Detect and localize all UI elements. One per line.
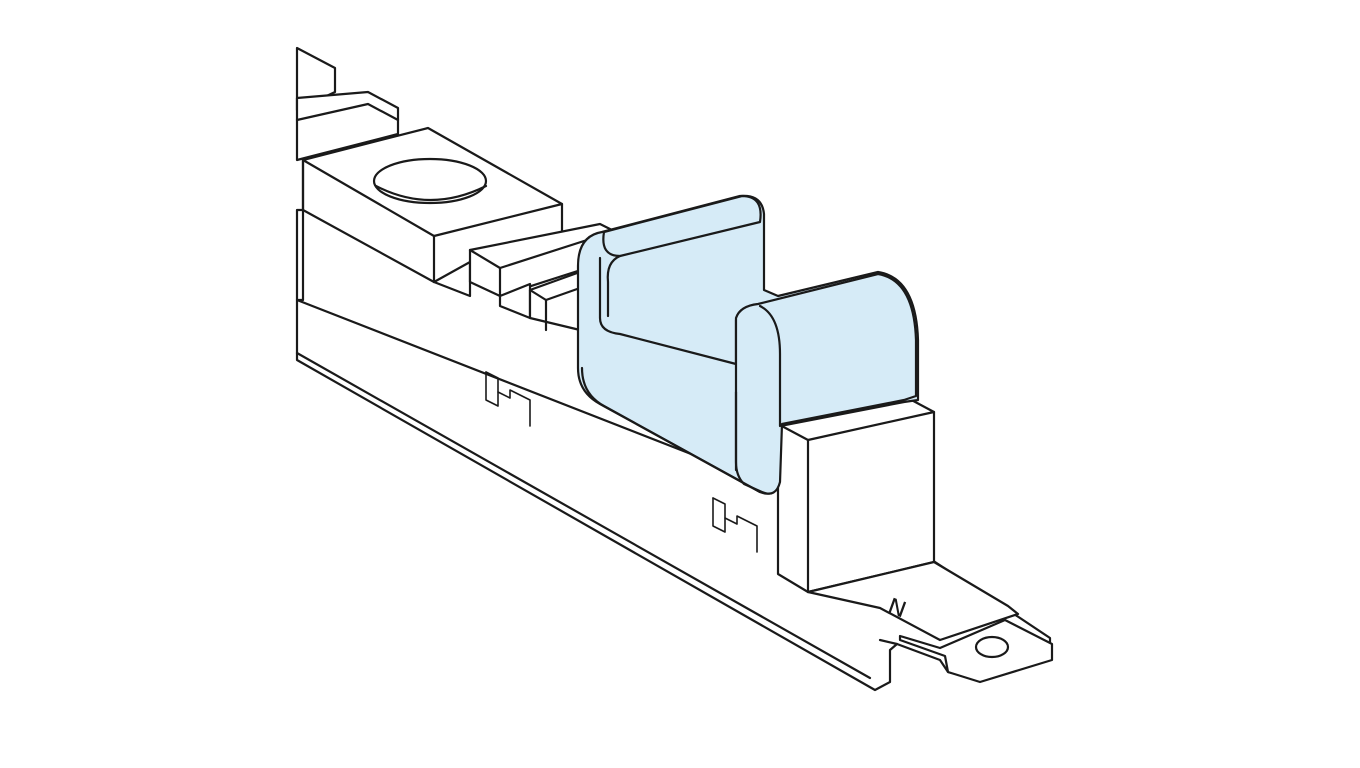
front-block bbox=[776, 394, 1020, 642]
rail-notches bbox=[485, 371, 758, 553]
mounting-tab bbox=[898, 618, 1054, 684]
clip-front-cylinder bbox=[734, 272, 918, 495]
round-hole bbox=[372, 157, 488, 205]
mounting-hole bbox=[974, 635, 1010, 659]
connector-clip bbox=[576, 194, 920, 495]
clip-top-lip bbox=[602, 194, 762, 258]
rear-blocks bbox=[295, 46, 400, 162]
